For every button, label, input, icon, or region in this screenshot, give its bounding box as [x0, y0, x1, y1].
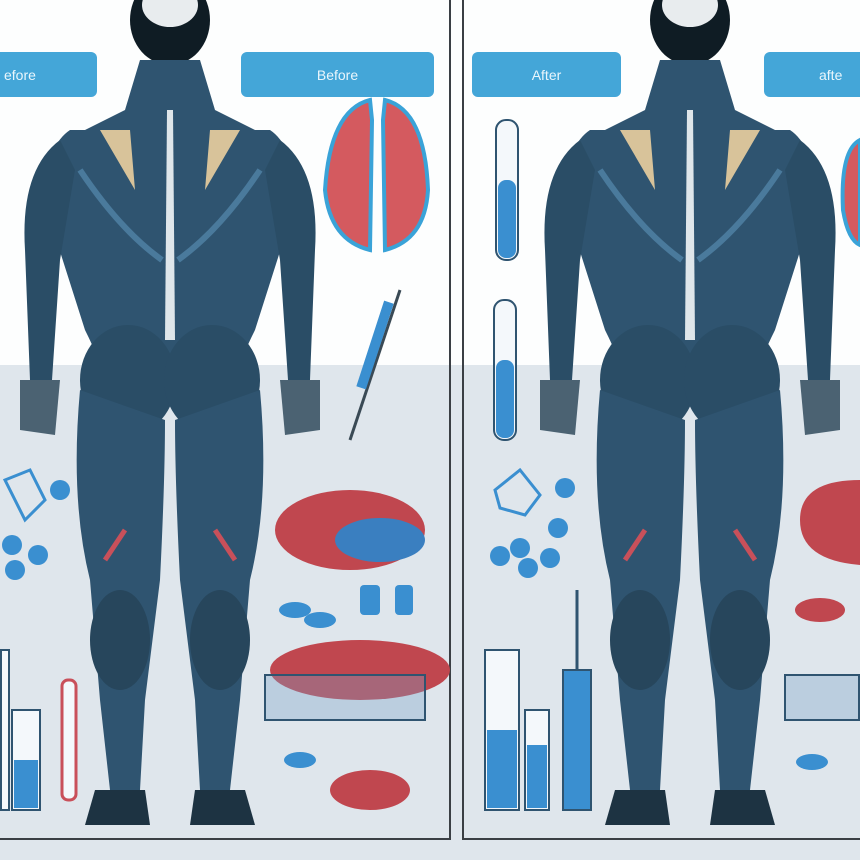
capsule-icon	[395, 585, 413, 615]
pile-icon	[800, 480, 860, 565]
label-text: efore	[4, 66, 36, 83]
before-label: Before	[241, 52, 434, 97]
syringe-icon	[562, 669, 592, 811]
pill-icon	[279, 602, 311, 618]
lungs-icon	[840, 137, 860, 248]
pill-icon	[304, 612, 336, 628]
molecule-icon	[2, 468, 70, 580]
test-tube-icon	[60, 678, 78, 802]
after-label-partial: afte	[764, 52, 860, 97]
pill-icon	[796, 754, 828, 770]
molecule-icon	[490, 467, 575, 578]
bowl-icon	[784, 674, 860, 721]
capsule-icon	[360, 585, 380, 615]
panel-divider	[449, 0, 451, 840]
label-text: afte	[819, 66, 843, 83]
lungs-icon	[322, 97, 431, 253]
syringe-icon	[348, 289, 402, 441]
panel-border	[0, 838, 450, 840]
test-tube-icon	[495, 119, 519, 261]
pill-icon	[284, 752, 316, 768]
before-label-partial: efore	[0, 52, 97, 97]
panel-border	[462, 838, 860, 840]
test-tube-icon	[493, 299, 517, 441]
label-text: Before	[316, 66, 359, 83]
after-label: After	[472, 52, 621, 97]
panel-divider	[462, 0, 464, 840]
label-text: After	[531, 66, 562, 83]
pile-icon	[264, 490, 450, 810]
